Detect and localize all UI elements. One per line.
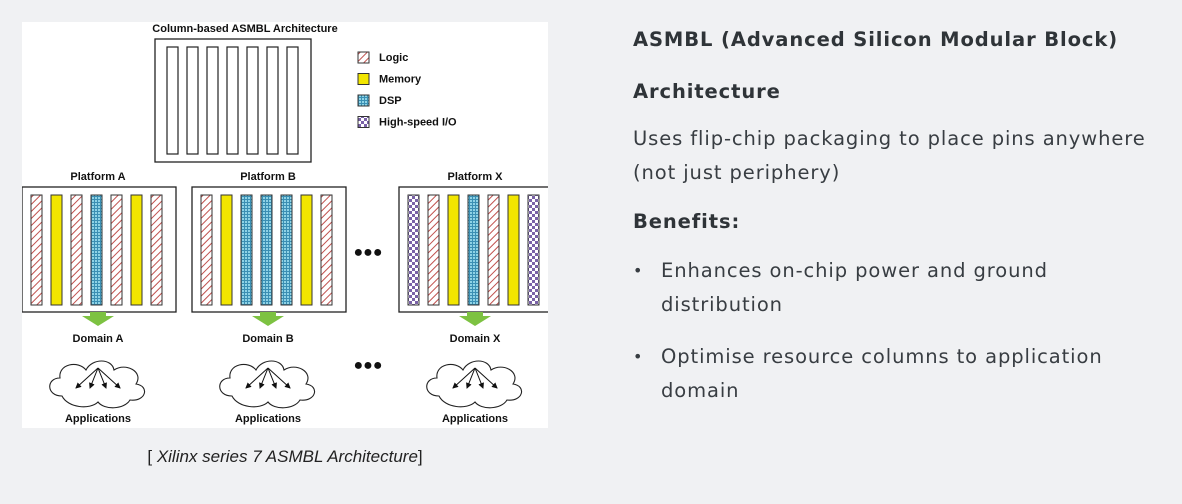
benefit-text: Optimise resource columns to application… [661,345,1103,402]
platform-label: Platform X [447,171,503,183]
domain-label: Domain B [242,333,293,345]
template-column [286,46,299,155]
branch-arrow-icon [466,367,476,389]
resource-column-dsp [280,194,293,306]
down-arrow-icon [459,312,491,326]
template-column [206,46,219,155]
resource-column-logic [487,194,500,306]
legend-label: Logic [379,52,408,64]
column-template [166,46,299,155]
caption-open: [ [147,447,157,466]
template-column [266,46,279,155]
branch-arrow-icon [97,367,107,389]
platform-1: Platform B Domain B Applications [191,171,347,425]
resource-column-logic [110,194,123,306]
branch-arrow-icon [452,367,476,389]
panel-heading: ASMBL (Advanced Silicon Modular Block) [633,28,1119,51]
resource-column-memory [220,194,233,306]
legend-swatch-dsp [357,94,370,107]
benefits-heading: Benefits: [633,210,741,233]
panel-subheading: Architecture [633,80,781,103]
benefits-list: • Enhances on-chip power and ground distr… [633,254,1173,408]
resource-column-memory [300,194,313,306]
resource-column-logic [320,194,333,306]
resource-column-logic [150,194,163,306]
panel-description: Uses flip-chip packaging to place pins a… [633,127,1146,184]
resource-column-dsp [467,194,480,306]
caption-text: Xilinx series 7 ASMBL Architecture [156,447,418,466]
resource-column-memory [447,194,460,306]
legend-label: High-speed I/O [379,117,457,129]
template-column [246,46,259,155]
platform-label: Platform A [70,171,125,183]
resource-column-dsp [240,194,253,306]
legend-swatch-io [357,116,370,128]
cloud-icon [219,360,316,409]
benefit-text: Enhances on-chip power and ground distri… [661,259,1048,316]
bullet-icon: • [633,347,644,366]
resource-column-logic [70,194,83,306]
cloud-icon [49,360,146,409]
resource-column-io [527,194,540,306]
platform-ellipsis: ●●● [354,244,383,261]
applications-label: Applications [235,413,301,425]
platform-2: Platform X Domain X Applications [398,171,554,425]
resource-column-memory [130,194,143,306]
branch-arrow-icon [267,367,277,389]
template-column [226,46,239,155]
template-column [166,46,179,155]
branch-arrow-icon [75,367,99,389]
branch-arrow-icon [89,367,99,389]
resource-column-dsp [90,194,103,306]
resource-column-dsp [260,194,273,306]
legend-swatch-memory [357,73,370,85]
template-column [186,46,199,155]
legend-label: Memory [379,74,422,86]
applications-label: Applications [65,413,131,425]
domain-label: Domain A [73,333,124,345]
asmbl-diagram: Column-based ASMBL Architecture LogicMem… [21,23,554,425]
figure-caption: [ Xilinx series 7 ASMBL Architecture] [22,447,548,467]
resource-column-memory [507,194,520,306]
branch-arrow-icon [474,367,498,389]
legend-label: DSP [379,95,402,107]
caption-close: ] [417,447,423,466]
benefit-item: • Optimise resource columns to applicatio… [633,340,1173,408]
bullet-icon: • [633,261,644,280]
branch-arrow-icon [259,367,269,389]
domain-ellipsis: ●●● [354,357,383,374]
branch-arrow-icon [97,367,121,389]
branch-arrow-icon [474,367,484,389]
text-panel: ASMBL (Advanced Silicon Modular Block) A… [633,26,1173,426]
down-arrow-icon [82,312,114,326]
down-arrow-icon [252,312,284,326]
applications-label: Applications [442,413,508,425]
figure-title: Column-based ASMBL Architecture [152,23,337,35]
resource-column-logic [30,194,43,306]
platform-label: Platform B [240,171,296,183]
resource-column-logic [427,194,440,306]
resource-column-io [407,194,420,306]
branch-arrow-icon [267,367,291,389]
domain-label: Domain X [450,333,501,345]
resource-column-logic [200,194,213,306]
resource-column-memory [50,194,63,306]
branch-arrow-icon [245,367,269,389]
cloud-icon [426,360,523,409]
legend-swatch-logic [357,51,370,64]
platform-0: Platform A Domain A Applications [21,171,177,425]
benefit-item: • Enhances on-chip power and ground distr… [633,254,1173,322]
